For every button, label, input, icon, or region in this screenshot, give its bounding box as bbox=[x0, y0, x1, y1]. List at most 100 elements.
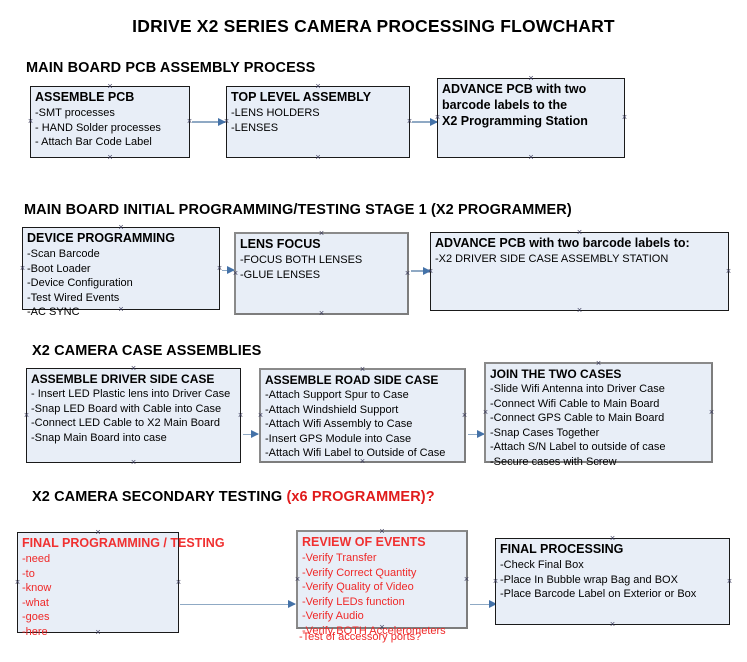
section-header-text: MAIN BOARD PCB ASSEMBLY PROCESS bbox=[26, 60, 316, 76]
box-item: -Test Wired Events bbox=[27, 291, 120, 304]
box-item: -Insert GPS Module into Case bbox=[265, 432, 412, 445]
box-item: -know bbox=[22, 582, 52, 595]
box-advance-pcb-to-programming-station[interactable]: ADVANCE PCB with two barcode labels to t… bbox=[437, 78, 625, 158]
box-item: -Attach Support Spur to Case bbox=[265, 389, 409, 402]
box-lens-focus[interactable]: LENS FOCUS -FOCUS BOTH LENSES -GLUE LENS… bbox=[234, 232, 409, 315]
box-item: -Place Barcode Label on Exterior or Box bbox=[500, 588, 697, 601]
box-heading: FINAL PROGRAMMING / TESTING bbox=[22, 536, 225, 550]
box-item: -Snap LED Board with Cable into Case bbox=[31, 402, 222, 415]
box-item: -GLUE LENSES bbox=[240, 268, 321, 281]
handle-right-icon bbox=[175, 579, 182, 586]
box-item: -Verify LEDs function bbox=[302, 595, 405, 608]
box-item: - Insert LED Plastic lens into Driver Ca… bbox=[31, 388, 231, 401]
handle-bottom-icon bbox=[107, 154, 114, 161]
handle-left-icon bbox=[27, 118, 34, 125]
box-heading: TOP LEVEL ASSEMBLY bbox=[231, 90, 372, 104]
box-item: -what bbox=[22, 596, 49, 609]
box-heading-line3: X2 Programming Station bbox=[442, 114, 588, 128]
handle-right-icon bbox=[404, 270, 411, 277]
box-item: -Connect LED Cable to X2 Main Board bbox=[31, 417, 220, 430]
box-item: -Scan Barcode bbox=[27, 248, 100, 260]
connector-road-side-to-join-cases bbox=[468, 430, 485, 438]
box-heading: ASSEMBLE PCB bbox=[35, 90, 135, 104]
page-title: IDRIVE X2 SERIES CAMERA PROCESSING FLOWC… bbox=[132, 16, 615, 36]
box-item: -Device Configuration bbox=[27, 277, 133, 290]
connector-review-of-events-to-final-processing bbox=[470, 600, 497, 608]
box-assemble-road-side-case[interactable]: ASSEMBLE ROAD SIDE CASE -Attach Support … bbox=[259, 368, 466, 463]
box-heading: ASSEMBLE DRIVER SIDE CASE bbox=[31, 372, 215, 386]
handle-bottom-icon bbox=[318, 310, 325, 317]
box-item: -Attach S/N Label to outside of case bbox=[490, 441, 666, 454]
box-item: -SMT processes bbox=[35, 107, 115, 119]
handle-top-icon bbox=[130, 365, 137, 372]
handle-left-icon bbox=[492, 578, 499, 585]
connector-top-level-to-advance-pcb bbox=[412, 117, 438, 126]
box-item-overflow-test-accessory-ports: -Test of accessory ports? bbox=[299, 631, 422, 643]
handle-bottom-icon bbox=[576, 307, 583, 314]
box-item: -Verify BOTH Accelerometers bbox=[302, 624, 446, 637]
box-device-programming[interactable]: DEVICE PROGRAMMING -Scan Barcode -Boot L… bbox=[19, 227, 220, 318]
section-header-text: X2 CAMERA SECONDARY TESTING bbox=[32, 489, 287, 505]
handle-left-icon bbox=[294, 576, 301, 583]
handle-top-icon bbox=[359, 366, 366, 373]
handle-top-icon bbox=[95, 529, 102, 536]
box-item: -Boot Loader bbox=[27, 262, 91, 275]
handle-right-icon bbox=[621, 114, 628, 121]
section-header-main-board-initial-programming: MAIN BOARD INITIAL PROGRAMMING/TESTING S… bbox=[24, 202, 572, 218]
section-header-text: X2 CAMERA CASE ASSEMBLIES bbox=[32, 343, 262, 359]
box-item: -Place In Bubble wrap Bag and BOX bbox=[500, 573, 678, 586]
box-item: -X2 DRIVER SIDE CASE ASSEMBLY STATION bbox=[435, 253, 669, 265]
connector-lens-focus-to-advance-pcb bbox=[411, 266, 431, 275]
box-review-of-events[interactable]: REVIEW OF EVENTS -Verify Transfer -Verif… bbox=[294, 528, 470, 637]
handle-left-icon bbox=[232, 270, 239, 277]
handle-top-icon bbox=[595, 360, 602, 367]
handle-right-icon bbox=[708, 409, 715, 416]
box-advance-pcb-to-driver-side-case[interactable]: ADVANCE PCB with two barcode labels to: … bbox=[430, 232, 729, 311]
box-heading: ADVANCE PCB with two bbox=[442, 82, 587, 96]
box-heading: JOIN THE TWO CASES bbox=[490, 367, 622, 381]
box-final-programming-testing[interactable]: FINAL PROGRAMMING / TESTING -need -to -k… bbox=[17, 529, 225, 638]
box-heading: DEVICE PROGRAMMING bbox=[27, 231, 175, 245]
box-assemble-pcb[interactable]: ASSEMBLE PCB -SMT processes - HAND Solde… bbox=[30, 86, 190, 158]
box-heading-line2: barcode labels to the bbox=[442, 98, 568, 112]
handle-top-icon bbox=[528, 75, 535, 82]
connector-final-programming-to-review-of-events bbox=[180, 600, 296, 608]
handle-right-icon bbox=[725, 268, 732, 275]
box-item: -Snap Main Board into case bbox=[31, 431, 167, 444]
box-item: -Slide Wifi Antenna into Driver Case bbox=[490, 383, 665, 396]
box-item: - Attach Bar Code Label bbox=[35, 136, 152, 149]
box-assemble-driver-side-case[interactable]: ASSEMBLE DRIVER SIDE CASE - Insert LED P… bbox=[26, 368, 241, 463]
connector-driver-side-to-road-side bbox=[243, 430, 259, 438]
connector-device-programming-to-lens-focus bbox=[222, 266, 235, 274]
handle-left-icon bbox=[19, 265, 26, 272]
connector-assemble-pcb-to-top-level bbox=[192, 117, 226, 126]
handle-top-icon bbox=[315, 83, 322, 90]
section-header-accent-text: (x6 PROGRAMMER)? bbox=[286, 489, 435, 505]
box-item: -Secure cases with Screw bbox=[490, 455, 617, 468]
box-item: -LENSES bbox=[231, 121, 279, 134]
box-heading: ADVANCE PCB with two barcode labels to: bbox=[435, 236, 690, 250]
section-header-x2-camera-case-assemblies: X2 CAMERA CASE ASSEMBLIES bbox=[32, 343, 261, 359]
box-item: -Verify Quality of Video bbox=[302, 581, 414, 594]
box-final-processing[interactable]: FINAL PROCESSING -Check Final Box -Place… bbox=[495, 538, 730, 625]
box-item: - HAND Solder processes bbox=[35, 121, 161, 134]
box-item: -Attach Windshield Support bbox=[265, 403, 399, 416]
handle-left-icon bbox=[482, 409, 489, 416]
box-item: -AC SYNC bbox=[27, 306, 80, 319]
box-heading: FINAL PROCESSING bbox=[500, 542, 624, 556]
box-item: -FOCUS BOTH LENSES bbox=[240, 254, 363, 266]
handle-left-icon bbox=[257, 412, 264, 419]
box-item: -Check Final Box bbox=[500, 559, 584, 571]
box-item: -need bbox=[22, 553, 51, 565]
box-item: -Connect Wifi Cable to Main Board bbox=[490, 397, 660, 410]
handle-top-icon bbox=[379, 528, 386, 535]
handle-right-icon bbox=[463, 576, 470, 583]
section-header-main-board-pcb-assembly: MAIN BOARD PCB ASSEMBLY PROCESS bbox=[26, 60, 315, 76]
box-item: -to bbox=[22, 567, 35, 580]
box-item: -Verify Transfer bbox=[302, 552, 377, 564]
box-item: -LENS HOLDERS bbox=[231, 107, 320, 119]
box-join-the-two-cases[interactable]: JOIN THE TWO CASES -Slide Wifi Antenna i… bbox=[482, 360, 715, 468]
section-header-text: MAIN BOARD INITIAL PROGRAMMING/TESTING S… bbox=[24, 202, 572, 218]
box-top-level-assembly[interactable]: TOP LEVEL ASSEMBLY -LENS HOLDERS -LENSES bbox=[226, 86, 410, 158]
